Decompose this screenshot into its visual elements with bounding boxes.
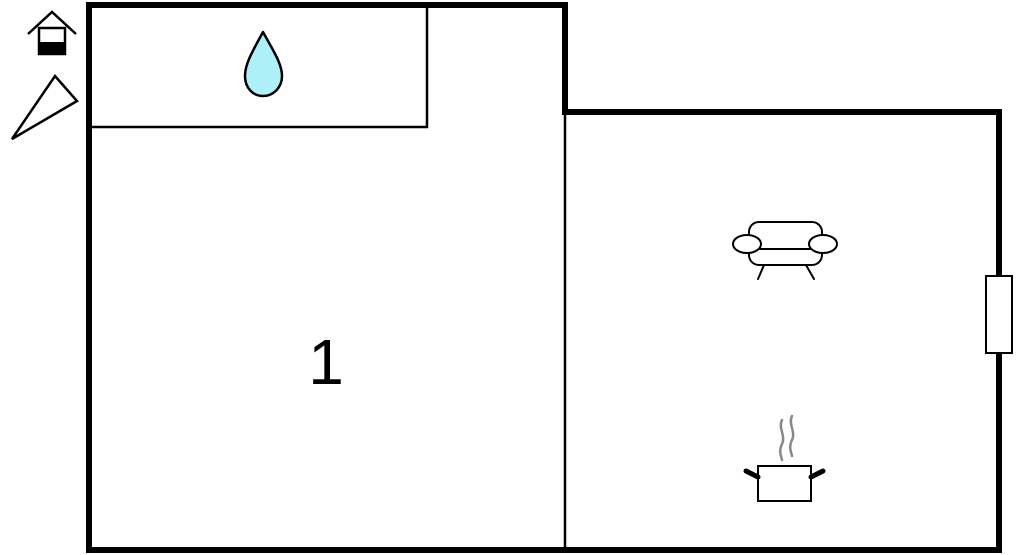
house-floor-icon bbox=[27, 10, 77, 56]
room-number-label: 1 bbox=[308, 326, 344, 398]
compass-north-icon bbox=[10, 73, 79, 141]
cooking-pot-icon bbox=[743, 414, 826, 502]
sofa-icon bbox=[732, 221, 838, 280]
water-drop-icon bbox=[243, 30, 284, 98]
outer-walls bbox=[86, 2, 1002, 553]
window-icon bbox=[985, 275, 1013, 354]
bathroom-walls bbox=[89, 5, 429, 129]
